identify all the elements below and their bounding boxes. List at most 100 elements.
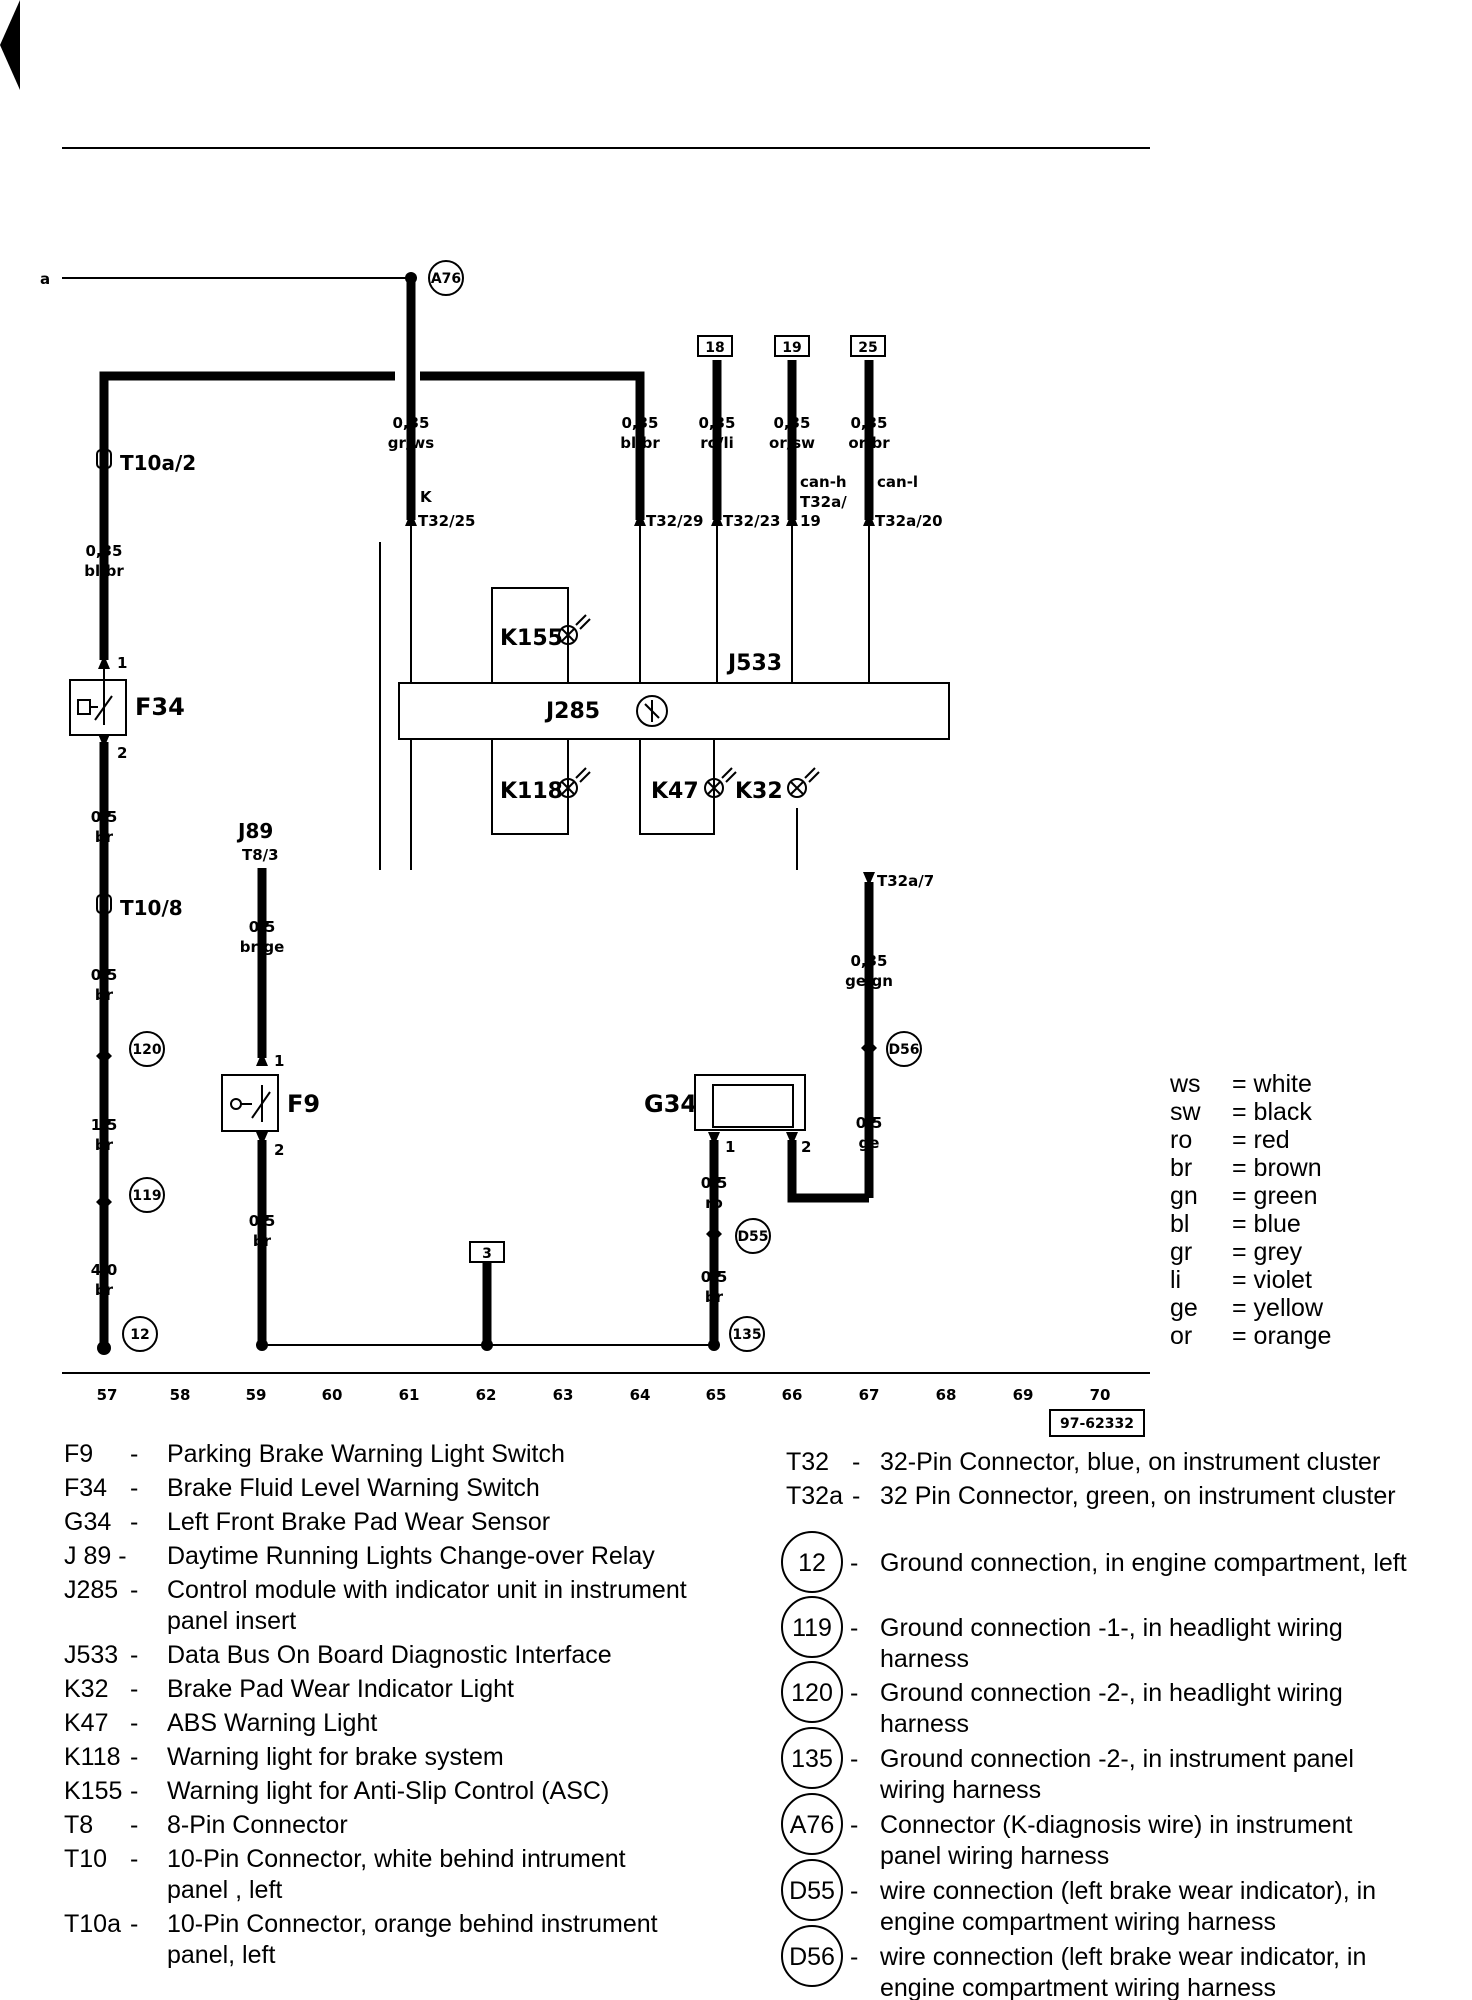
connector-arrows — [98, 512, 875, 1146]
component-code: J 89 - — [64, 1542, 127, 1570]
grid-number: 70 — [1090, 1386, 1111, 1404]
wires — [62, 277, 874, 1355]
component-desc: ABS Warning Light — [167, 1709, 377, 1737]
legend-code: sw — [1170, 1098, 1202, 1126]
label-k118: K118 — [500, 779, 563, 804]
component-code: T32a — [786, 1482, 843, 1510]
component-sep: - — [852, 1448, 860, 1476]
component-desc: Data Bus On Board Diagnostic Interface — [167, 1641, 612, 1669]
ground-desc: harness — [880, 1710, 969, 1738]
legend-meaning: = white — [1232, 1070, 1312, 1098]
component-desc: Warning light for Anti-Slip Control (ASC… — [167, 1777, 609, 1805]
f9-switch — [221, 1074, 279, 1132]
circle-d55: D55 — [737, 1229, 768, 1245]
component-sep: - — [130, 1440, 138, 1468]
legend-code: gn — [1170, 1182, 1198, 1210]
grid-number: 67 — [859, 1386, 880, 1404]
component-desc: Control module with indicator unit in in… — [167, 1576, 687, 1604]
wire-label: 1,5 — [91, 1116, 118, 1134]
label-k155: K155 — [500, 626, 563, 651]
label-f34: F34 — [135, 693, 185, 721]
wire-label: 0,5 — [249, 918, 276, 936]
grid-number: 57 — [97, 1386, 118, 1404]
legend-meaning: = brown — [1232, 1154, 1322, 1182]
k118-box — [491, 738, 569, 835]
legend-code: gr — [1170, 1238, 1192, 1266]
back-arrow-icon[interactable] — [0, 0, 20, 90]
label-t32-29: T32/29 — [646, 512, 703, 530]
ground-id: 120 — [791, 1679, 833, 1707]
box-3: 3 — [482, 1246, 492, 1262]
gauge-icon — [636, 695, 668, 727]
component-code: T10 — [64, 1845, 107, 1873]
grounds-list: 12-Ground connection, in engine compartm… — [781, 1531, 1407, 2000]
wire-label: 0,5 — [856, 1114, 883, 1132]
ground-sep: - — [850, 1745, 858, 1773]
wire-label: ro — [705, 1194, 723, 1212]
wire-label: br — [253, 1232, 272, 1250]
pin-f9-2: 2 — [274, 1141, 284, 1159]
label-t32a-19b: 19 — [800, 512, 821, 530]
wire-label: or/sw — [769, 434, 815, 452]
ground-symbol-icon — [781, 1661, 843, 1723]
ground-desc: Ground connection -2-, in headlight wiri… — [880, 1679, 1343, 1707]
ground-symbol-icon — [781, 1531, 843, 1593]
wire-label: br — [95, 1281, 114, 1299]
ground-id: A76 — [790, 1811, 834, 1839]
label-canl: can-l — [877, 473, 918, 491]
box-19: 19 — [782, 340, 801, 356]
component-code: F34 — [64, 1474, 107, 1502]
circle-135: 135 — [732, 1327, 761, 1343]
ground-id: D56 — [789, 1943, 835, 1971]
circle-d56: D56 — [888, 1042, 919, 1058]
ground-symbol-icon — [781, 1596, 843, 1658]
wire-label: ge/gn — [845, 972, 893, 990]
component-code: K32 — [64, 1675, 108, 1703]
wire-label: ro/li — [700, 434, 733, 452]
component-sep: - — [130, 1576, 138, 1604]
wire-label: 0,35 — [698, 414, 735, 432]
box-18: 18 — [705, 340, 724, 356]
ground-desc: harness — [880, 1645, 969, 1673]
label-k32: K32 — [735, 779, 783, 804]
ground-symbol-icon — [781, 1859, 843, 1921]
f34-switch — [69, 679, 127, 736]
component-desc: 10-Pin Connector, orange behind instrume… — [167, 1910, 658, 1938]
wire-label: br — [95, 1136, 114, 1154]
ground-symbol-icon — [781, 1793, 843, 1855]
wire-a-label: a — [40, 270, 50, 288]
legend-meaning: = grey — [1232, 1238, 1303, 1266]
wire-label: 0,35 — [773, 414, 810, 432]
wire-label: br/ge — [240, 938, 285, 956]
component-code: J533 — [64, 1641, 118, 1669]
pin-f34-1: 1 — [117, 654, 127, 672]
grid-number: 62 — [476, 1386, 497, 1404]
ground-sep: - — [850, 1943, 858, 1971]
ground-desc: Ground connection -2-, in instrument pan… — [880, 1745, 1354, 1773]
wire-label: 0,35 — [392, 414, 429, 432]
splice-dots — [96, 1040, 877, 1242]
component-sep: - — [852, 1482, 860, 1510]
legend-code: bl — [1170, 1210, 1189, 1238]
legend-meaning: = violet — [1232, 1266, 1312, 1294]
wire-label: bl/br — [620, 434, 660, 452]
grid-number: 66 — [782, 1386, 803, 1404]
wire-label: br — [95, 986, 114, 1004]
wire-label: br — [95, 828, 114, 846]
label-t32a-7: T32a/7 — [877, 872, 934, 890]
component-desc: Brake Fluid Level Warning Switch — [167, 1474, 540, 1502]
ground-sep: - — [850, 1549, 858, 1577]
legend-code: ro — [1170, 1126, 1192, 1154]
component-code: K118 — [64, 1743, 121, 1771]
label-k47: K47 — [651, 779, 699, 804]
label-canh: can-h — [800, 473, 847, 491]
wire-label: 0,5 — [701, 1174, 728, 1192]
ground-id: D55 — [789, 1877, 835, 1905]
label-t83: T8/3 — [242, 846, 279, 864]
ground-sep: - — [850, 1614, 858, 1642]
circle-a76: A76 — [431, 271, 461, 287]
legend-meaning: = orange — [1232, 1322, 1331, 1350]
wire-label: 0,5 — [701, 1268, 728, 1286]
